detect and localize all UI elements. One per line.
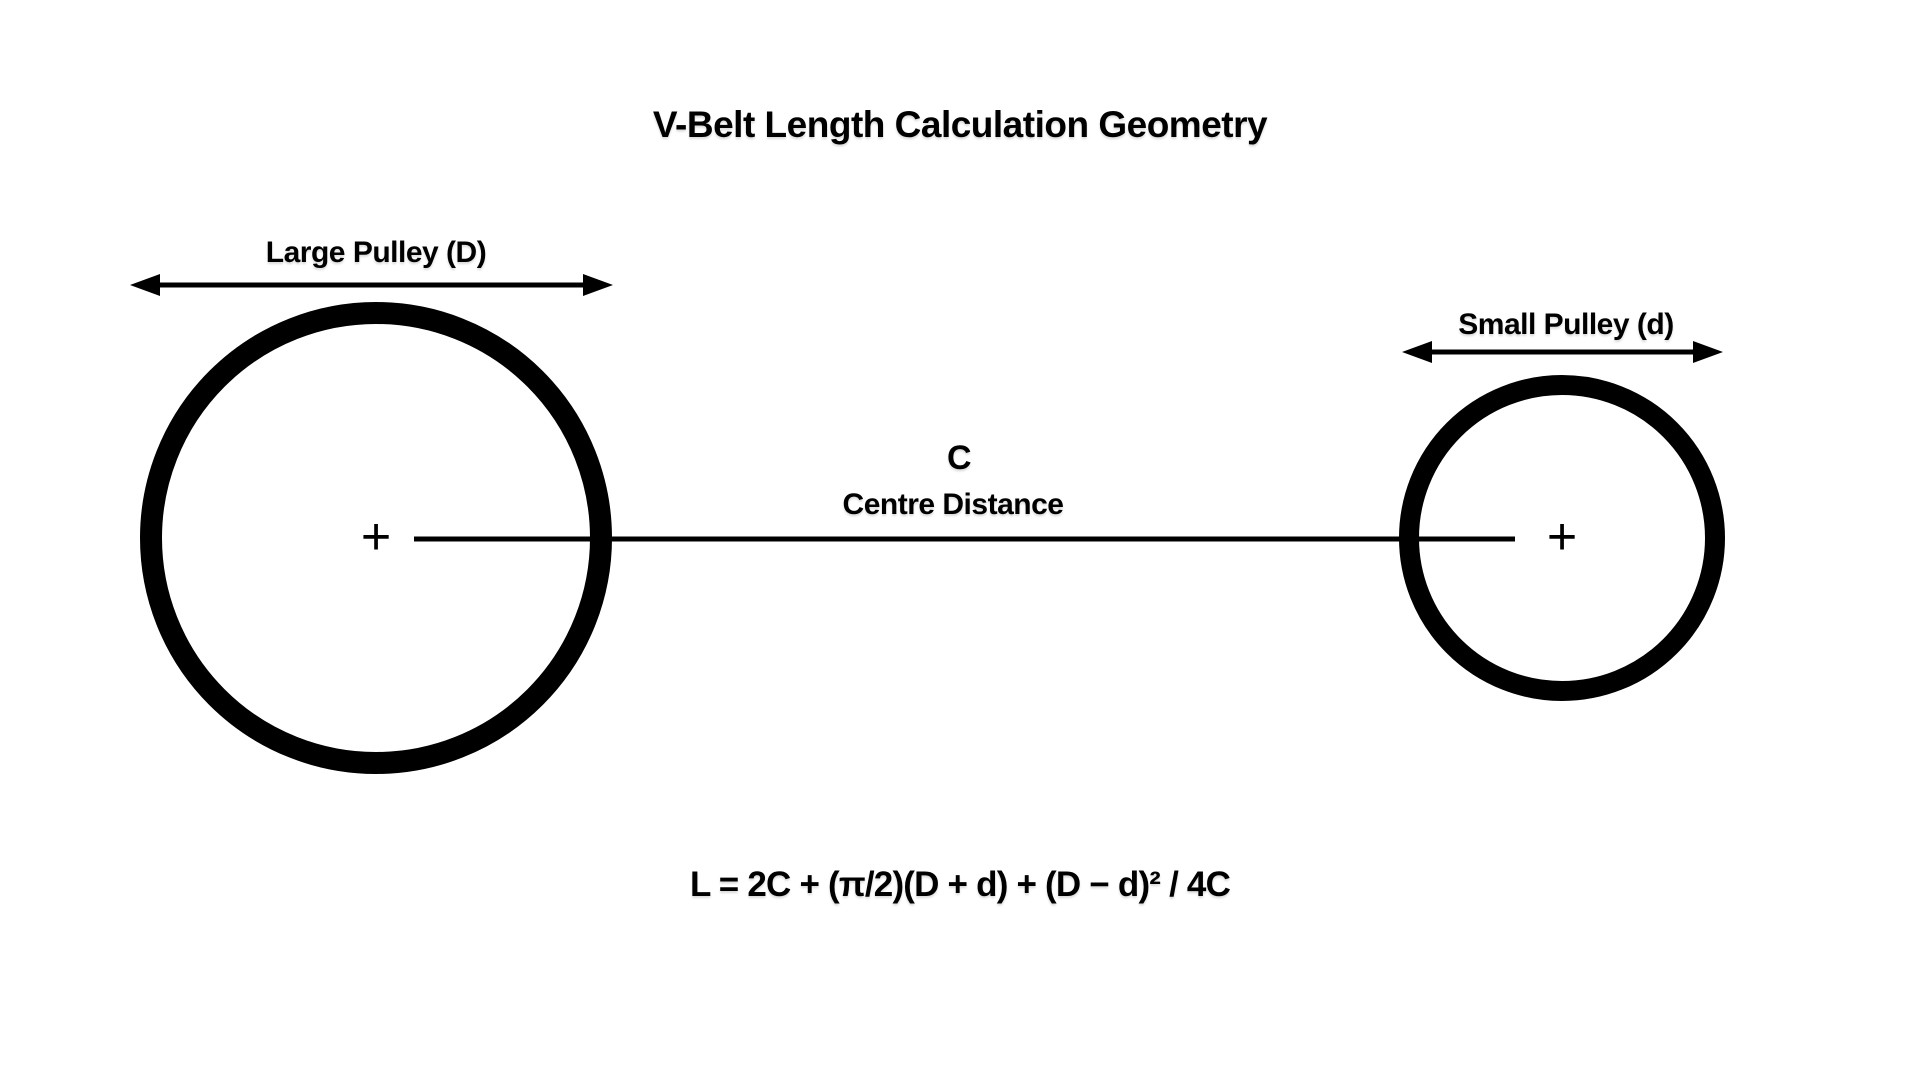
large-pulley-center-marker: + [360, 508, 392, 566]
large-pulley-label: Large Pulley (D) [265, 236, 487, 269]
large-arrow-left-head-icon [130, 274, 160, 296]
belt-length-formula: L = 2C + (π/2)(D + d) + (D − d)² / 4C [689, 865, 1231, 904]
large-pulley-dimension-arrow [130, 274, 613, 296]
small-pulley-center-marker: + [1546, 508, 1578, 566]
large-arrow-right-head-icon [583, 274, 613, 296]
small-arrow-left-head-icon [1402, 341, 1432, 363]
small-pulley-dimension-arrow [1402, 341, 1723, 363]
small-arrow-right-head-icon [1693, 341, 1723, 363]
page-title: V-Belt Length Calculation Geometry [652, 104, 1268, 145]
centre-distance-symbol: C [946, 439, 972, 477]
centre-distance-label: Centre Distance [842, 488, 1064, 521]
small-pulley-label: Small Pulley (d) [1458, 308, 1674, 341]
